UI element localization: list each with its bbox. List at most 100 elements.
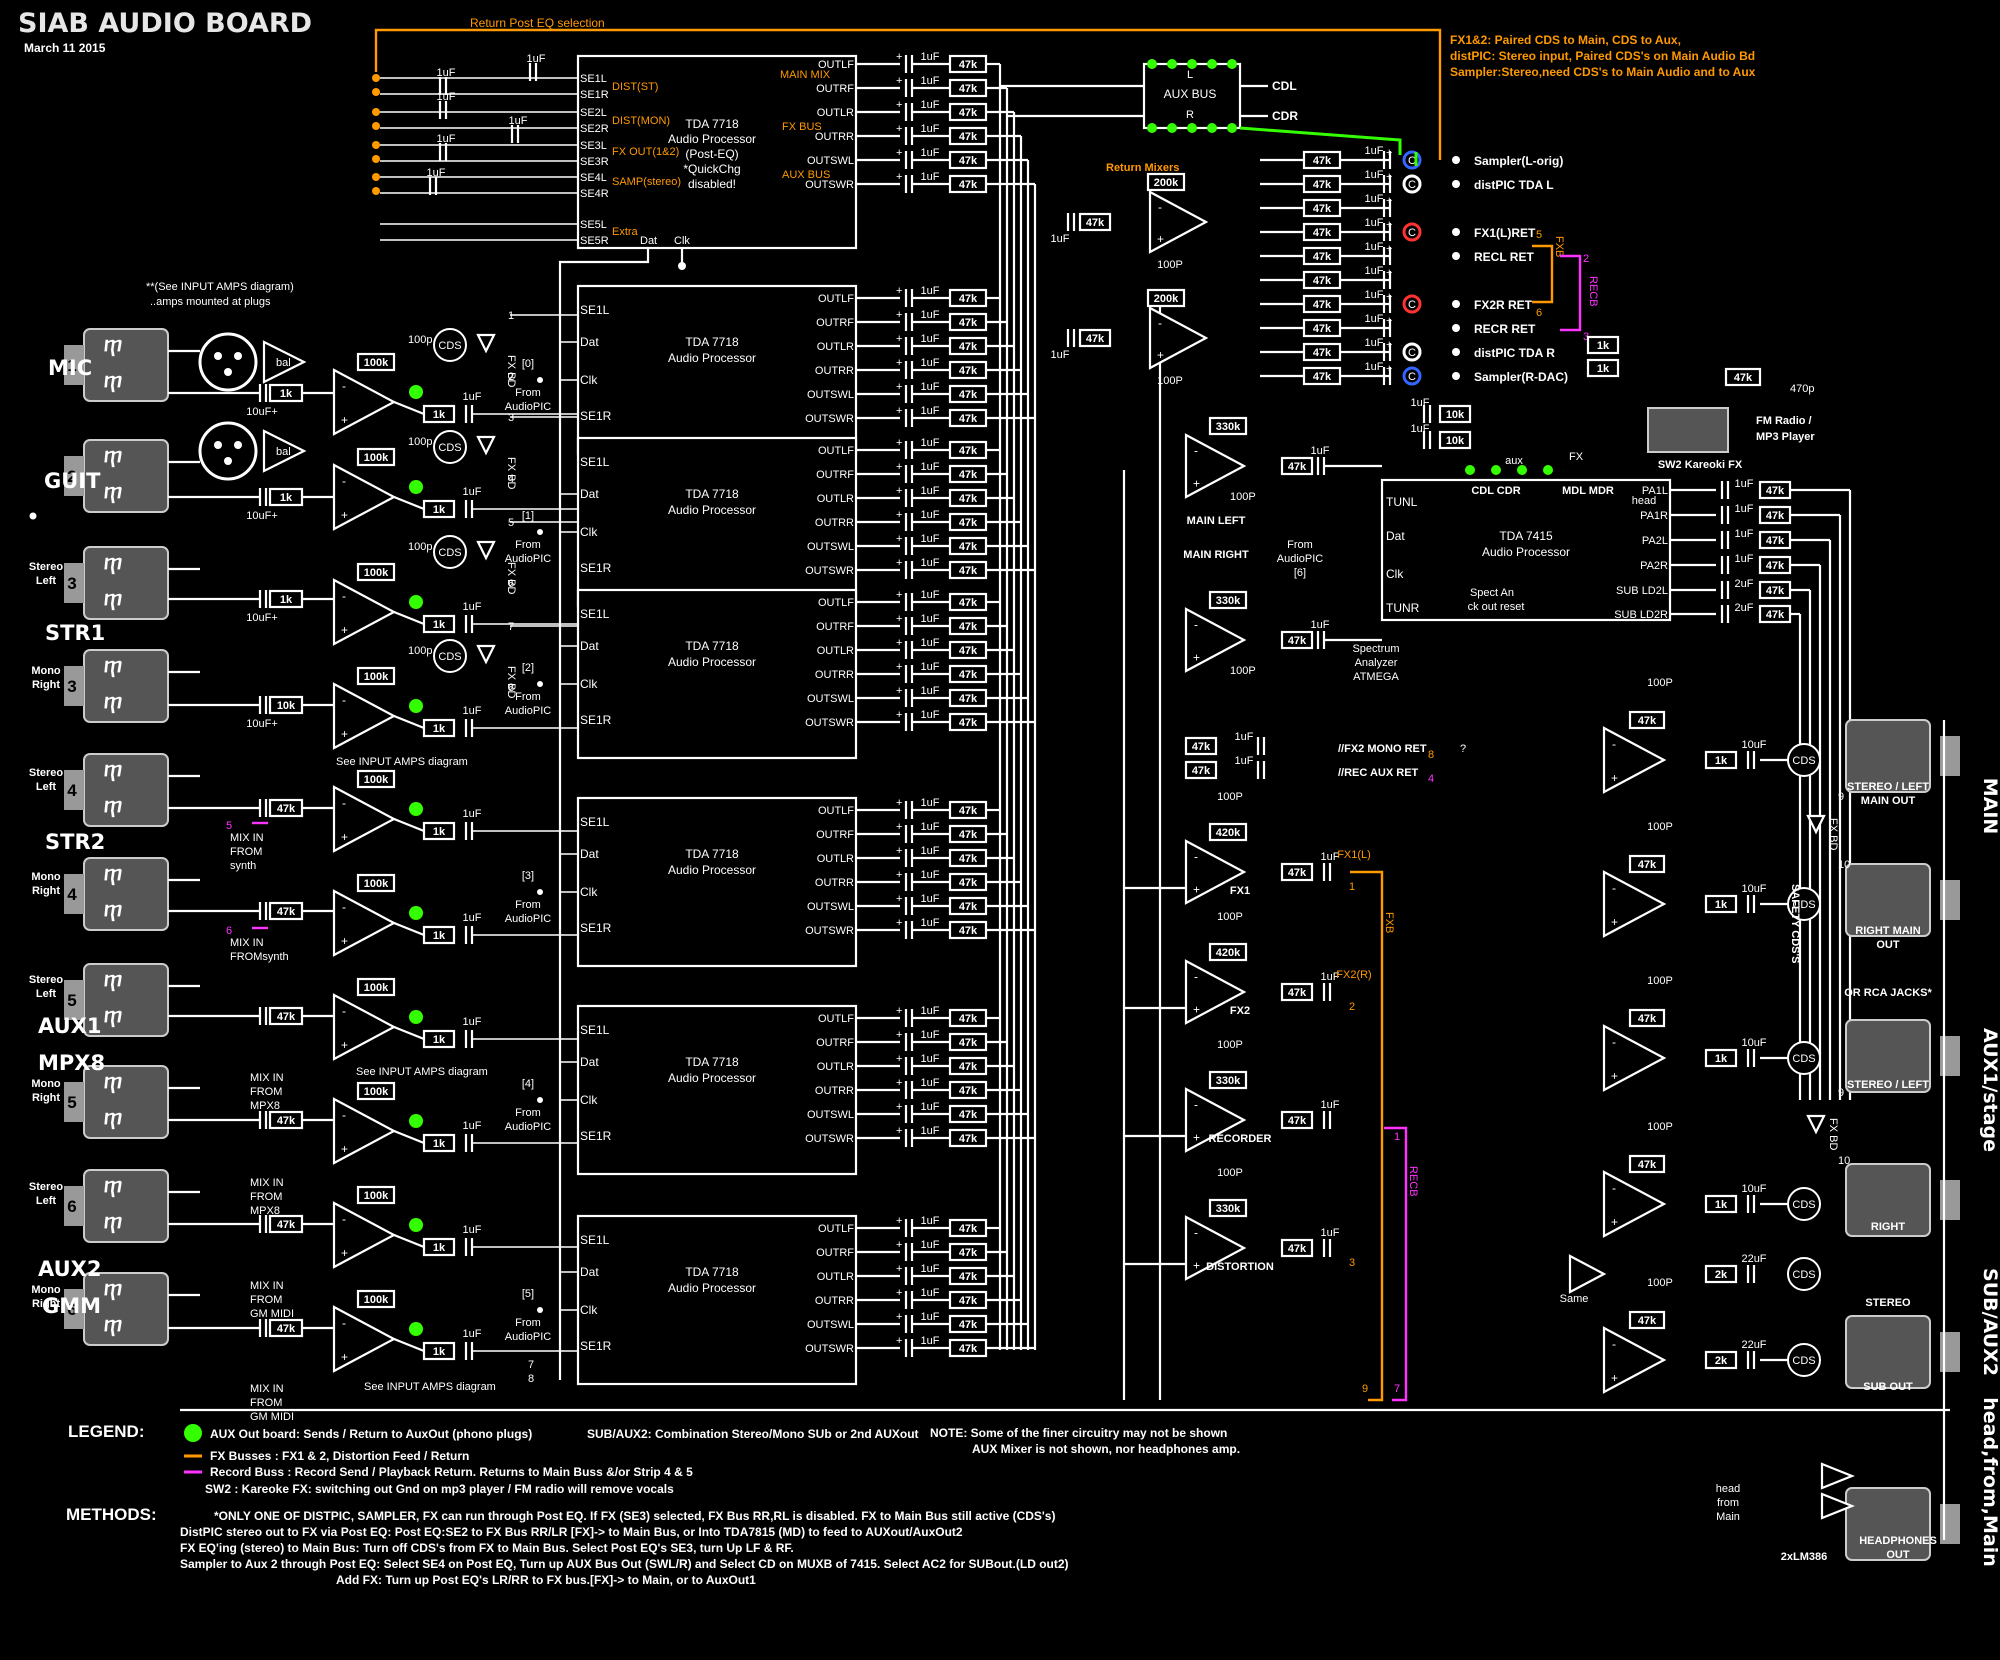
svg-text:CDR: CDR	[1272, 109, 1298, 123]
resistor-value: 1k	[433, 619, 446, 631]
cap-value: 1uF	[921, 1125, 940, 1137]
cap-value: 100P	[1157, 259, 1183, 271]
cap-value: 1uF	[1235, 755, 1254, 767]
mix-in-label: FROM	[250, 1397, 282, 1409]
processor-output: OUTRF	[816, 1247, 854, 1259]
resistor-value: 47k	[1766, 560, 1785, 572]
tda7415-pin: Clk	[1386, 567, 1404, 581]
plus-sign: +	[1193, 1003, 1200, 1017]
processor-name: TDA 7718	[685, 1055, 739, 1069]
from-label: [6]	[1294, 567, 1306, 579]
plus-sign: +	[896, 589, 902, 601]
processor-index: [5]	[522, 1288, 534, 1300]
plus-sign: +	[1193, 1131, 1200, 1145]
fx-bd-label: FX BD	[1827, 1118, 1839, 1150]
fx-amps: -+420k100PFX147k1uFFX1(L)1-+420k100PFX24…	[1124, 791, 1419, 1402]
resistor-value: 47k	[1638, 1159, 1657, 1171]
cap-value: 1uF	[463, 705, 482, 717]
feedback-resistor	[1628, 710, 1666, 730]
plus-sign: +	[896, 381, 902, 393]
cap-value: 1uF	[1365, 361, 1384, 373]
cap-value: 1uF	[921, 1239, 940, 1251]
spectrum-label: ATMEGA	[1353, 671, 1399, 683]
output-label: HEADPHONES	[1859, 1535, 1937, 1547]
cap-value: 2uF	[1735, 602, 1754, 614]
audiopic-label: AudioPIC	[505, 913, 552, 925]
processor-output: OUTRR	[815, 877, 854, 889]
fx-diode	[476, 435, 496, 456]
aux-out-dot	[409, 906, 423, 920]
post-eq-out-tag: AUX BUS	[782, 169, 830, 181]
junction	[537, 889, 543, 895]
resistor-value: 100k	[364, 1086, 389, 1098]
processor-output: OUTRR	[815, 1295, 854, 1307]
pin-number: 1	[508, 310, 514, 322]
output-resistor	[1704, 1350, 1738, 1370]
junction	[1452, 372, 1460, 380]
cap-value: 1uF	[463, 1224, 482, 1236]
cap-value: 1uF	[1311, 445, 1330, 457]
plus-sign: +	[896, 1215, 902, 1227]
plus-sign: +	[896, 845, 902, 857]
minus-sign: -	[1612, 737, 1616, 751]
aux-out-dot	[1147, 59, 1157, 69]
plus-sign: +	[896, 1029, 902, 1041]
safety-cds-label: SAFETY CDS'S	[1789, 884, 1801, 963]
cap-value: 1uF	[921, 845, 940, 857]
return-label: distPIC TDA R	[1474, 346, 1555, 360]
resistor-value: 100k	[364, 452, 389, 464]
head-label: head	[1632, 495, 1656, 507]
resistor-value: 47k	[959, 445, 978, 457]
switch-glyph: ⴅ	[104, 691, 122, 714]
cap-value: 1uF	[921, 123, 940, 135]
cds-cell	[433, 328, 467, 362]
input-op-amp	[332, 785, 397, 853]
input-jack	[83, 546, 169, 620]
junction	[1452, 348, 1460, 356]
processor-clk: Clk	[580, 1303, 598, 1317]
plus-sign: +	[896, 333, 902, 345]
cap-value: 10uF	[1741, 739, 1766, 751]
plus-sign: +	[896, 637, 902, 649]
resistor-value: 47k	[959, 1295, 978, 1307]
cap-value: 1uF	[921, 557, 940, 569]
svg-text:SUB/AUX2: Combination Stereo/M: SUB/AUX2: Combination Stereo/Mono SUb or…	[587, 1427, 919, 1441]
input-jack-number: 5	[67, 991, 76, 1010]
junction	[224, 368, 232, 376]
resistor-value: 330k	[1216, 1203, 1241, 1215]
headphone-amp	[1820, 1492, 1855, 1520]
fxb-label: FXB	[1383, 912, 1395, 933]
cap-value: 1uF	[921, 917, 940, 929]
wire	[393, 495, 425, 511]
resistor-value: 47k	[1734, 372, 1753, 384]
stereo-label: Stereo	[29, 767, 64, 779]
post-eq-input: SE5L	[580, 219, 607, 231]
cap-value: 1uF	[1051, 349, 1070, 361]
cds-label: CDS	[1792, 755, 1815, 767]
resistor-value: 1k	[433, 723, 446, 735]
cap-value: 100P	[1647, 975, 1673, 987]
processor-output: OUTRF	[816, 317, 854, 329]
cap-value: 100P	[1230, 491, 1256, 503]
processor-output: OUTLR	[817, 341, 854, 353]
aux-out-dot	[1227, 123, 1237, 133]
tda7415-output: SUB LD2R	[1614, 609, 1668, 621]
post-eq-out-tag: FX BUS	[782, 121, 822, 133]
processor-index: [0]	[522, 358, 534, 370]
aux-resistor	[1438, 404, 1472, 424]
input-op-amp	[332, 889, 397, 957]
cap-value: 10uF+	[246, 612, 278, 624]
fx-op-amp	[1184, 959, 1247, 1025]
plus-sign: +	[1193, 651, 1200, 665]
aux-out-dot	[409, 1218, 423, 1232]
post-eq-input: SE3R	[580, 156, 609, 168]
tda7415-top: CDL CDR	[1471, 485, 1520, 497]
feedback-resistor	[1628, 1154, 1666, 1174]
plus-sign: +	[341, 727, 348, 741]
fx-diode	[476, 333, 496, 354]
processor-output: OUTLR	[817, 1061, 854, 1073]
input-jack-number: 1	[67, 356, 76, 375]
post-eq-input: SE3L	[580, 140, 607, 152]
stereo-label: Left	[36, 1195, 57, 1207]
switch-glyph: ⴅ	[104, 1278, 122, 1301]
